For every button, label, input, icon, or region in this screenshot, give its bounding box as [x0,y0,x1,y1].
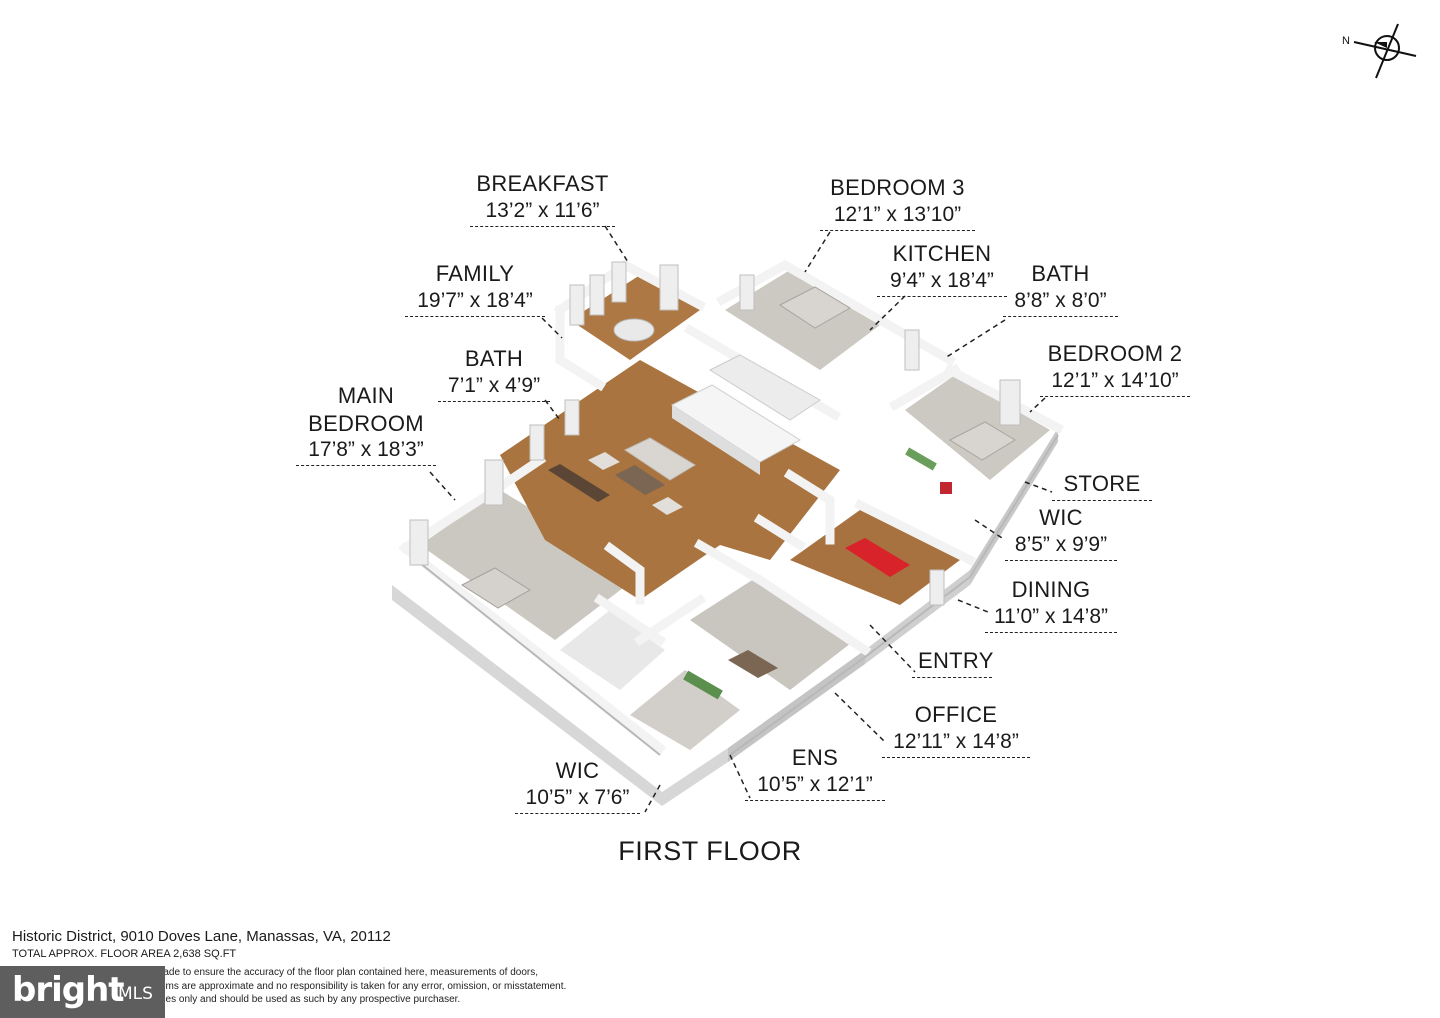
kitchen-island [670,384,801,463]
breakfast-table [613,318,655,342]
office-desk [728,650,778,678]
wardrobe-racks [683,447,952,700]
bed-bedroom-3 [779,286,851,329]
kitchen-counter [708,354,821,421]
bright-mls-logo: bright MLS [0,966,165,1018]
room-label-store: STORE [1052,470,1152,501]
compass-icon: N [1342,23,1417,79]
sofa [623,437,696,481]
disclaimer-line: made to ensure the accuracy of the floor… [155,967,538,978]
bed-main [460,567,531,609]
armchair [588,452,620,470]
coffee-table [615,465,665,495]
bed-bedroom-2 [948,421,1016,461]
ensuite-floor [560,610,665,690]
logo-brand: bright [12,970,125,1010]
leader-lines [429,225,1053,813]
main-bedroom-floor [420,490,640,640]
disclaimer-line: oses only and should be used as such by … [155,994,461,1005]
disclaimer: made to ensure the accuracy of the floor… [155,966,635,1007]
windows [409,261,1021,606]
disclaimer-line: items are approximate and no responsibil… [155,980,567,992]
room-label-entry: ENTRY [912,647,993,678]
total-floor-area: TOTAL APPROX. FLOOR AREA 2,638 SQ.FT [12,948,237,960]
office-floor [690,575,855,690]
footer-info: Historic District, 9010 Doves Lane, Mana… [12,928,652,960]
compass-north-label: N [1342,35,1350,47]
tv-console [548,464,610,502]
floor-title: FIRST FLOOR [618,836,802,866]
armchair [652,497,683,515]
dining-table [845,538,910,577]
wall-shadows [409,434,1059,756]
logo-suffix: MLS [118,984,153,1004]
property-address: Historic District, 9010 Doves Lane, Mana… [12,928,391,945]
